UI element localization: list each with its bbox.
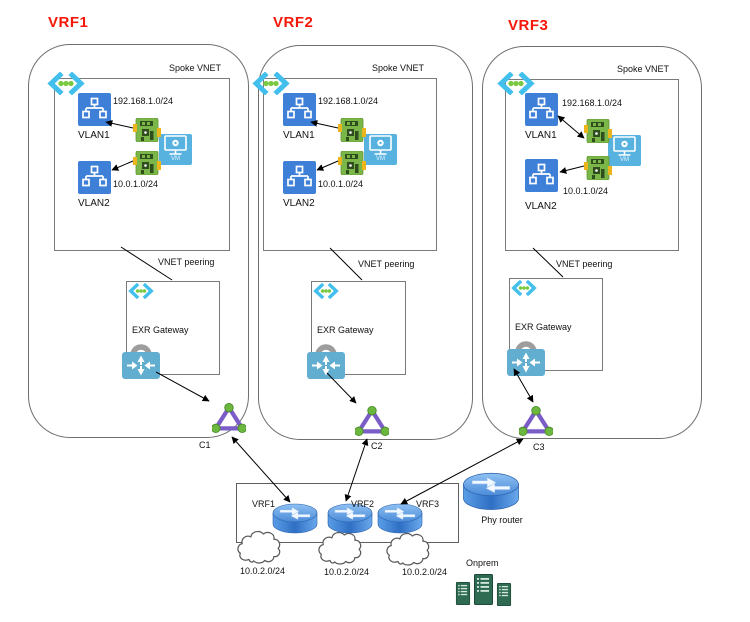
vrf3-vlan1-cidr: 192.168.1.0/24 [562, 98, 623, 108]
vrf1-vlan1-cidr: 192.168.1.0/24 [113, 96, 174, 106]
vrf3-vlan2-label: VLAN2 [525, 201, 557, 212]
vrf2-vlan2-icon [283, 161, 316, 194]
vrf1-vm-label: VM [171, 156, 180, 162]
router3-label: VRF3 [416, 499, 440, 509]
vrf2-vlan2-label: VLAN2 [283, 198, 315, 209]
vrf3-spoke-vnet-label: Spoke VNET [616, 64, 669, 74]
vrf1-vm-icon: VM [159, 134, 192, 165]
vrf1-nic2-icon [133, 151, 161, 175]
vrf2-nic2-icon [338, 151, 366, 175]
vrf2-vm-label: VM [376, 156, 385, 162]
vrf1-gateway-icon [122, 337, 160, 379]
cloud1-cidr: 10.0.2.0/24 [240, 566, 286, 576]
vrf2-panel: Spoke VNET 192.168.1.0/24 VLAN1 VM 10.0.… [258, 45, 473, 440]
vrf3-vlan2-cidr: 10.0.1.0/24 [563, 186, 609, 196]
vrf3-nic1-icon [584, 119, 612, 143]
router1-label: VRF1 [252, 499, 276, 509]
vrf1-vlan1-icon [78, 93, 111, 126]
vrf2-vnet-icon [252, 72, 290, 95]
vrf3-vnet-icon [497, 72, 535, 95]
vrf2-title: VRF2 [273, 14, 314, 31]
vrf3-panel: Spoke VNET 192.168.1.0/24 VLAN1 VM 10.0.… [482, 46, 702, 439]
vrf2-peering-label: VNET peering [358, 259, 415, 269]
vrf1-spoke-vnet-label: Spoke VNET [168, 63, 221, 73]
vrf3-gateway-label: EXR Gateway [515, 322, 572, 332]
vrf2-vlan2-cidr: 10.0.1.0/24 [318, 179, 364, 189]
circuit-c2-label: C2 [371, 441, 383, 451]
vrf3-peering-label: VNET peering [556, 259, 613, 269]
vrf1-vlan2-label: VLAN2 [78, 198, 110, 209]
circuit-c3-icon [519, 405, 553, 437]
vrf3-vlan1-icon [525, 93, 558, 126]
vrf3-vlan2-icon [525, 159, 558, 192]
vrf1-nic1-icon [133, 118, 161, 142]
vrf1-gateway-vnet-icon [128, 283, 154, 299]
onprem-servers-icon [455, 573, 517, 607]
circuit-c3-label: C3 [533, 442, 545, 452]
phy-router-icon [461, 470, 521, 514]
vrf3-title: VRF3 [508, 17, 549, 34]
vrf3-vlan1-label: VLAN1 [525, 130, 557, 141]
vrf2-gateway-label: EXR Gateway [317, 325, 374, 335]
vrf1-title: VRF1 [48, 14, 89, 31]
vrf2-gateway-icon [307, 337, 345, 379]
vrf1-panel: Spoke VNET 192.168.1.0/24 VLAN1 VM 10.0.… [28, 44, 249, 438]
onprem-label: Onprem [466, 558, 499, 568]
router1-icon [271, 502, 319, 536]
vrf2-vlan1-cidr: 192.168.1.0/24 [318, 96, 379, 106]
circuit-c1-label: C1 [199, 440, 211, 450]
vrf3-gateway-icon [507, 334, 545, 376]
cloud3-cidr: 10.0.2.0/24 [402, 567, 448, 577]
vrf2-gateway-vnet-icon [313, 283, 339, 299]
server-icon [455, 582, 471, 605]
router2-label: VRF2 [351, 499, 375, 509]
vrf1-vlan1-label: VLAN1 [78, 130, 110, 141]
vrf1-vlan2-cidr: 10.0.1.0/24 [113, 179, 159, 189]
vrf2-nic1-icon [338, 118, 366, 142]
server-icon [496, 583, 512, 606]
vrf2-spoke-vnet-label: Spoke VNET [371, 63, 424, 73]
vrf3-vm-label: VM [620, 157, 629, 163]
vrf1-gateway-label: EXR Gateway [132, 325, 189, 335]
vrf1-vnet-icon [47, 72, 85, 95]
cloud2-cidr: 10.0.2.0/24 [324, 567, 370, 577]
circuit-c2-icon [355, 405, 389, 437]
vrf3-vm-icon: VM [608, 135, 641, 166]
vrf3-nic2-icon [584, 156, 612, 180]
vrf1-peering-label: VNET peering [158, 257, 215, 267]
phy-router-label: Phy router [481, 515, 523, 525]
vrf3-gateway-vnet-icon [511, 280, 537, 296]
vrf2-vlan1-icon [283, 93, 316, 126]
circuit-c1-icon [212, 402, 246, 434]
vrf1-vlan2-icon [78, 161, 111, 194]
vrf2-vm-icon: VM [364, 134, 397, 165]
vrf2-vlan1-label: VLAN1 [283, 130, 315, 141]
server-icon [474, 573, 493, 606]
